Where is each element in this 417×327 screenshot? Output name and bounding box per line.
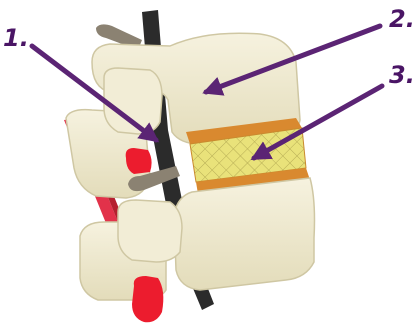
callout-label-1: 1. (3, 26, 29, 50)
lower-vertebra-pedicle (118, 200, 182, 262)
muscle-mark-upper (126, 148, 152, 174)
muscle-mark-lower (132, 276, 163, 322)
callout-label-3: 3. (389, 63, 415, 87)
callout-label-2: 2. (389, 7, 415, 31)
lower-vertebra-body (174, 178, 315, 290)
